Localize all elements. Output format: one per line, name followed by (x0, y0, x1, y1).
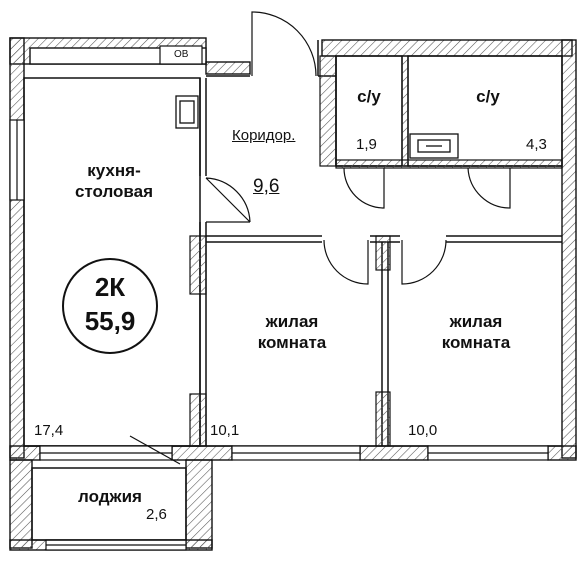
bath-small-name: с/у (357, 87, 381, 106)
vent-shaft (159, 45, 203, 65)
kitchen-door (205, 177, 251, 223)
bath-small-area: 1,9 (356, 136, 377, 153)
loggia-wall-right (185, 459, 213, 549)
wall-bottom-3 (359, 445, 429, 461)
wall-bottom-2 (171, 445, 233, 461)
wall-right (561, 39, 577, 459)
loggia-wall-left (9, 459, 33, 549)
wall-left (9, 37, 25, 459)
living-left-name-line1: жилая (265, 312, 319, 331)
partition-hatches (189, 55, 563, 447)
kitchen-name-line2: столовая (74, 182, 154, 201)
living-left-name-line2: комната (257, 333, 327, 352)
apartment-total-area: 55,9 (84, 306, 136, 336)
loggia-outline (31, 467, 187, 541)
doors (129, 11, 511, 465)
living-right-name-line1: жилая (449, 312, 503, 331)
windows (9, 119, 549, 551)
fixtures (175, 95, 459, 159)
corridor-area: 9,6 (253, 176, 280, 197)
entrance-door (251, 11, 317, 77)
living-right-door (401, 239, 447, 285)
kitchen-name-line1: кухня- (87, 161, 141, 180)
apartment-type: 2К (94, 272, 126, 302)
wall-bottom-4 (547, 445, 577, 461)
vent-label: ОВ (174, 49, 189, 60)
loggia-name: лоджия (78, 487, 142, 506)
apartment-badge: 2К 55,9 (62, 258, 158, 354)
wall-bottom-1 (9, 445, 41, 461)
bath-small-door (343, 167, 385, 209)
kitchen-area: 17,4 (34, 422, 64, 439)
wall-top-step (205, 61, 251, 75)
living-left-area: 10,1 (210, 422, 240, 439)
corridor-name: Коридор. (232, 127, 296, 144)
living-left-door (323, 239, 369, 285)
living-right-name-line2: комната (441, 333, 511, 352)
loggia-area: 2,6 (146, 506, 167, 523)
bath-large-name: с/у (476, 87, 500, 106)
loggia-door-line (129, 435, 181, 465)
living-right-area: 10,0 (408, 422, 438, 439)
bath-large-door (467, 167, 511, 209)
bath-large-area: 4,3 (526, 136, 547, 153)
wall-top-right (321, 39, 573, 57)
